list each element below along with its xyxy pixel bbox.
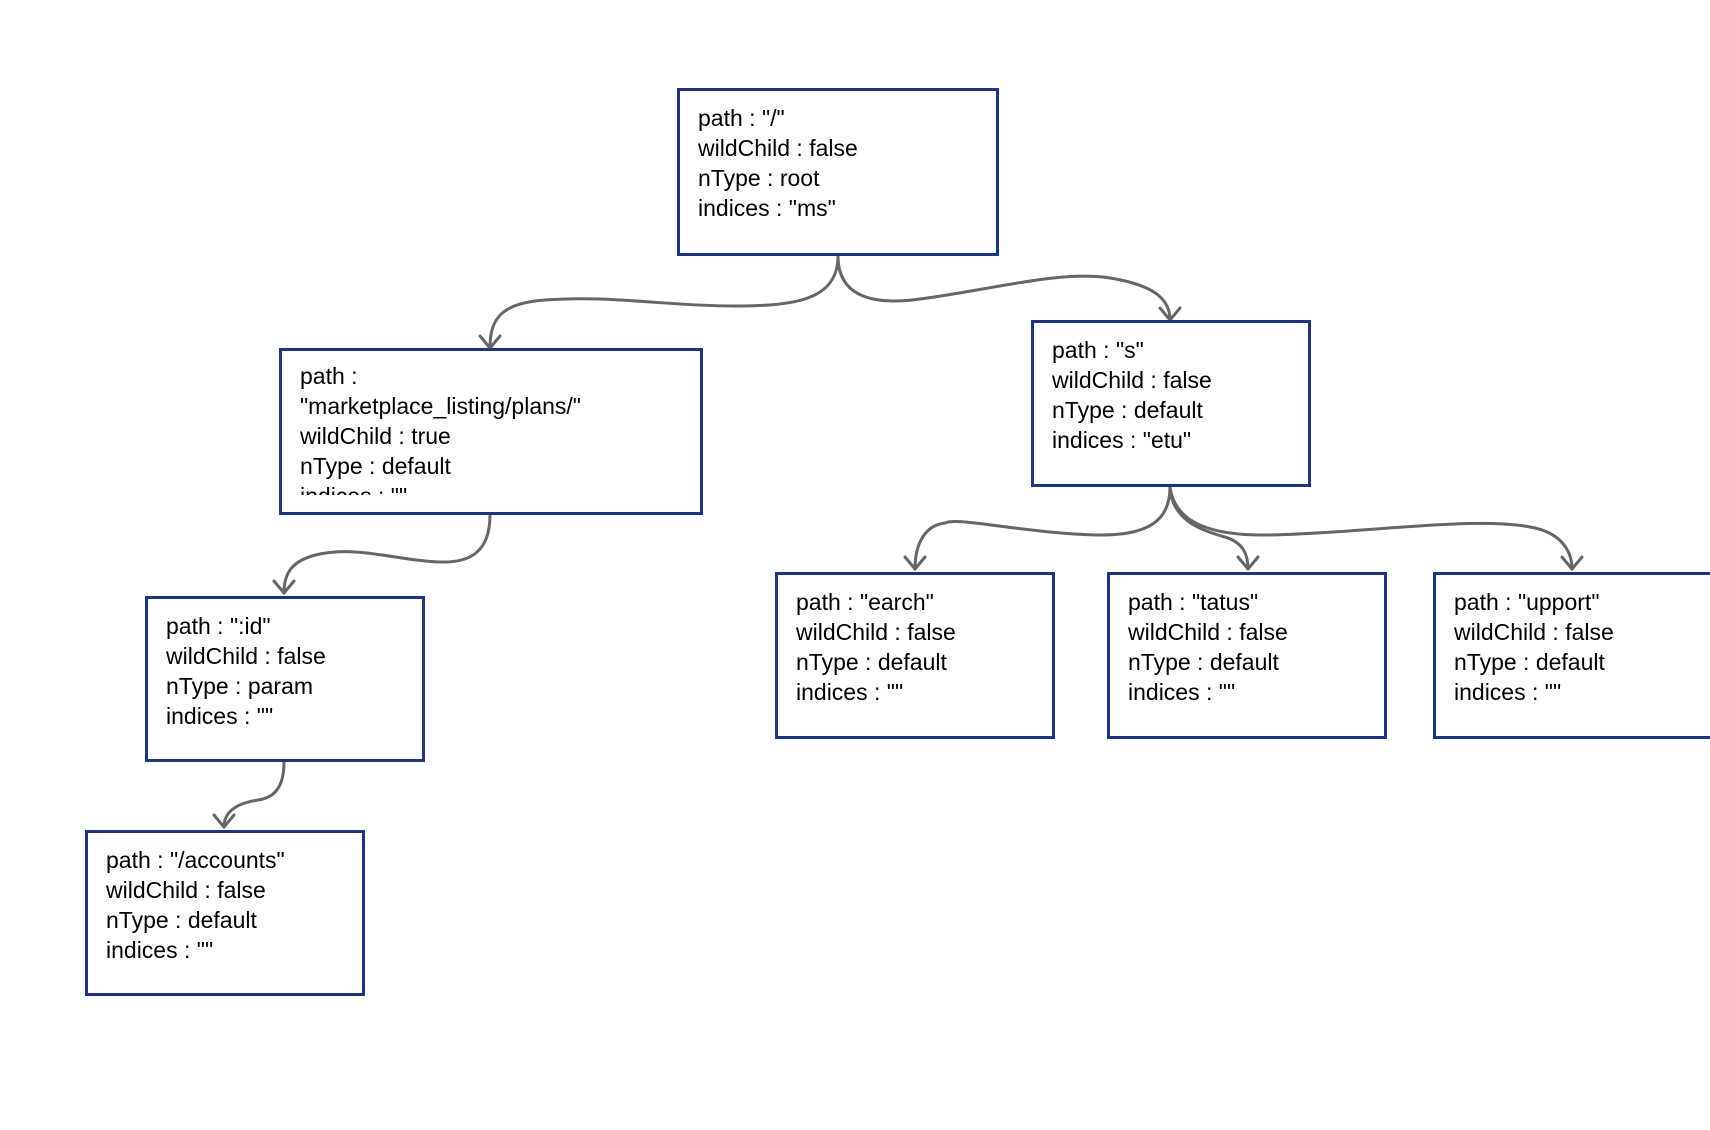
wildchild-value: false	[217, 877, 266, 903]
edge-root-to-marketplace	[488, 254, 840, 350]
ntype-value: default	[1535, 649, 1605, 675]
node-marketplace-content: path : "marketplace_listing/plans/" wild…	[300, 361, 682, 495]
field-wildchild: wildChild : false	[1052, 367, 1212, 393]
field-wildchild: wildChild : false	[698, 135, 858, 161]
node-id: path : ":id" wildChild : false nType : p…	[145, 596, 425, 762]
path-value: "s"	[1115, 337, 1144, 363]
edge-id-to-accounts	[222, 760, 286, 829]
ntype-value: default	[187, 907, 257, 933]
path-value: "earch"	[859, 589, 934, 615]
field-wildchild: wildChild : false	[166, 643, 326, 669]
wildchild-value: true	[411, 423, 451, 449]
field-wildchild: wildChild : false	[1128, 619, 1288, 645]
indices-value: ""	[391, 483, 407, 495]
path-value: "/"	[761, 105, 785, 131]
field-path: path : ":id"	[166, 613, 271, 639]
indices-value: ""	[1218, 679, 1236, 705]
wildchild-value: false	[907, 619, 956, 645]
ntype-value: default	[381, 453, 451, 479]
field-indices: indices : ""	[1128, 679, 1236, 705]
node-accounts: path : "/accounts" wildChild : false nTy…	[85, 830, 365, 996]
field-path: path : "s"	[1052, 337, 1144, 363]
ntype-value: default	[1133, 397, 1203, 423]
field-ntype: nType : default	[796, 649, 947, 675]
path-value: "/accounts"	[169, 847, 285, 873]
node-s: path : "s" wildChild : false nType : def…	[1031, 320, 1311, 487]
field-ntype: nType : default	[300, 453, 451, 479]
path-value: ":id"	[229, 613, 271, 639]
field-path: path : "/"	[698, 105, 785, 131]
field-ntype: nType : default	[106, 907, 257, 933]
field-ntype: nType : default	[1454, 649, 1605, 675]
ntype-value: default	[877, 649, 947, 675]
field-indices: indices : ""	[106, 937, 214, 963]
arrowhead-upport	[1560, 555, 1584, 571]
edge-s-to-earch	[913, 485, 1172, 571]
indices-value: "ms"	[788, 195, 836, 221]
field-path: path : "upport"	[1454, 589, 1600, 615]
field-path: path : "/accounts"	[106, 847, 285, 873]
indices-value: ""	[886, 679, 904, 705]
wildchild-value: false	[277, 643, 326, 669]
arrowhead-accounts	[212, 813, 236, 829]
field-ntype: nType : default	[1128, 649, 1279, 675]
field-indices: indices : ""	[166, 703, 274, 729]
field-indices: indices : ""	[300, 481, 682, 495]
field-indices: indices : "ms"	[698, 195, 836, 221]
indices-value: ""	[1544, 679, 1562, 705]
ntype-value: default	[1209, 649, 1279, 675]
field-path: path :	[300, 363, 358, 389]
field-path: path : "earch"	[796, 589, 934, 615]
ntype-value: param	[247, 673, 314, 699]
wildchild-value: false	[1163, 367, 1212, 393]
field-wildchild: wildChild : false	[796, 619, 956, 645]
node-root: path : "/" wildChild : false nType : roo…	[677, 88, 999, 256]
node-upport: path : "upport" wildChild : false nType …	[1433, 572, 1710, 739]
arrowhead-earch	[903, 555, 927, 571]
ntype-value: root	[779, 165, 820, 191]
wildchild-value: false	[1565, 619, 1614, 645]
wildchild-value: false	[809, 135, 858, 161]
wildchild-value: false	[1239, 619, 1288, 645]
field-indices: indices : "etu"	[1052, 427, 1192, 453]
node-marketplace: path : "marketplace_listing/plans/" wild…	[279, 348, 703, 515]
field-wildchild: wildChild : false	[106, 877, 266, 903]
edge-root-to-s	[836, 254, 1172, 322]
field-wildchild: wildChild : false	[1454, 619, 1614, 645]
field-wildchild: wildChild : true	[300, 423, 451, 449]
edge-marketplace-to-id	[282, 513, 492, 595]
node-earch: path : "earch" wildChild : false nType :…	[775, 572, 1055, 739]
path-value: "tatus"	[1191, 589, 1259, 615]
indices-value: "etu"	[1142, 427, 1192, 453]
arrowhead-tatus	[1236, 555, 1260, 571]
path-value: "marketplace_listing/plans/"	[300, 393, 581, 419]
field-indices: indices : ""	[796, 679, 904, 705]
indices-value: ""	[256, 703, 274, 729]
edge-s-to-upport	[1168, 485, 1574, 571]
field-ntype: nType : default	[1052, 397, 1203, 423]
indices-value: ""	[196, 937, 214, 963]
path-value: "upport"	[1517, 589, 1600, 615]
node-tatus: path : "tatus" wildChild : false nType :…	[1107, 572, 1387, 739]
field-path: path : "tatus"	[1128, 589, 1259, 615]
field-ntype: nType : root	[698, 165, 820, 191]
arrowhead-id	[272, 579, 296, 595]
field-indices: indices : ""	[1454, 679, 1562, 705]
field-ntype: nType : param	[166, 673, 314, 699]
